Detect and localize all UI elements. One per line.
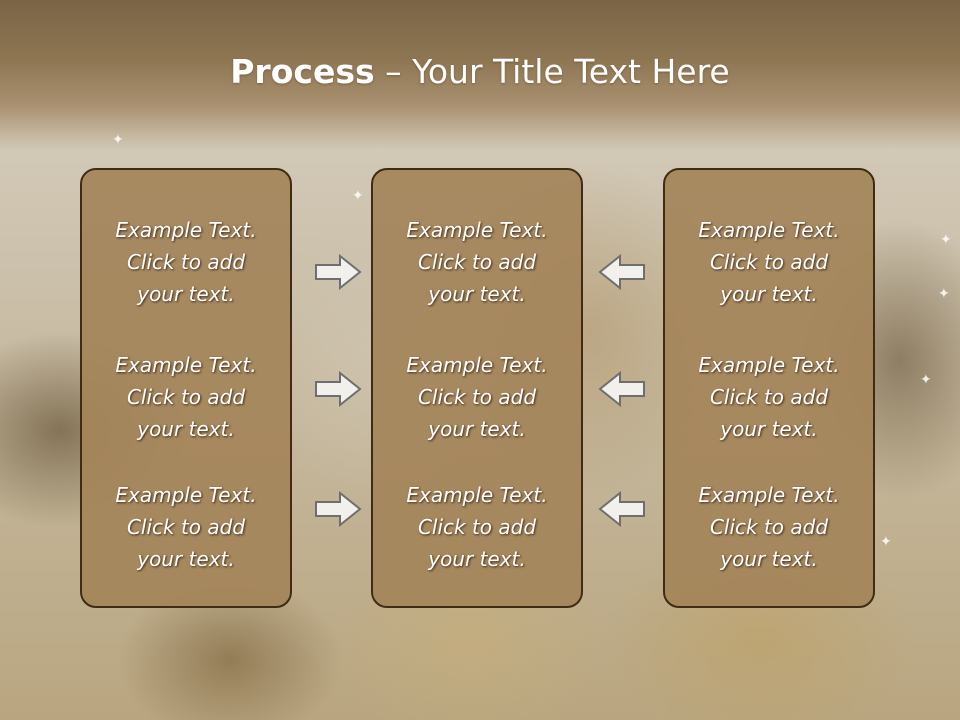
right-arrow-icon	[315, 491, 362, 527]
sparkle-decoration: ✦	[940, 232, 952, 248]
text-line: Example Text.	[406, 483, 548, 507]
text-line: Example Text.	[406, 218, 548, 242]
box-text-block[interactable]: Example Text. Click to add your text.	[665, 479, 873, 575]
sparkle-decoration: ✦	[880, 534, 892, 550]
title-bold: Process	[230, 52, 375, 91]
text-line: Example Text.	[115, 483, 257, 507]
process-box-2[interactable]: Example Text. Click to add your text. Ex…	[371, 168, 583, 608]
text-line: your text.	[428, 417, 526, 441]
text-line: Example Text.	[406, 353, 548, 377]
sparkle-decoration: ✦	[352, 188, 364, 204]
sparkle-decoration: ✦	[112, 132, 124, 148]
text-line: Click to add	[709, 250, 829, 274]
text-line: Example Text.	[115, 353, 257, 377]
left-arrow-icon	[598, 254, 645, 290]
sparkle-decoration: ✦	[938, 286, 950, 302]
box-text-block[interactable]: Example Text. Click to add your text.	[373, 479, 581, 575]
box-text-block[interactable]: Example Text. Click to add your text.	[82, 479, 290, 575]
text-line: your text.	[428, 282, 526, 306]
text-line: Click to add	[126, 250, 246, 274]
process-box-1[interactable]: Example Text. Click to add your text. Ex…	[80, 168, 292, 608]
text-line: your text.	[137, 282, 235, 306]
text-line: your text.	[720, 417, 818, 441]
box-text-block[interactable]: Example Text. Click to add your text.	[373, 214, 581, 310]
text-line: Example Text.	[698, 483, 840, 507]
text-line: Click to add	[709, 385, 829, 409]
box-text-block[interactable]: Example Text. Click to add your text.	[82, 349, 290, 445]
box-text-block[interactable]: Example Text. Click to add your text.	[665, 214, 873, 310]
text-line: your text.	[137, 417, 235, 441]
text-line: your text.	[720, 282, 818, 306]
text-line: Example Text.	[698, 218, 840, 242]
right-arrow-icon	[315, 371, 362, 407]
text-line: your text.	[720, 547, 818, 571]
box-text-block[interactable]: Example Text. Click to add your text.	[665, 349, 873, 445]
text-line: Click to add	[126, 515, 246, 539]
left-arrow-icon	[598, 491, 645, 527]
process-box-3[interactable]: Example Text. Click to add your text. Ex…	[663, 168, 875, 608]
sparkle-decoration: ✦	[920, 372, 932, 388]
text-line: Click to add	[417, 515, 537, 539]
right-arrow-icon	[315, 254, 362, 290]
text-line: Example Text.	[115, 218, 257, 242]
box-text-block[interactable]: Example Text. Click to add your text.	[373, 349, 581, 445]
text-line: Click to add	[126, 385, 246, 409]
text-line: Click to add	[417, 250, 537, 274]
title-bar	[0, 0, 960, 150]
text-line: Example Text.	[698, 353, 840, 377]
text-line: Click to add	[709, 515, 829, 539]
slide-title[interactable]: Process – Your Title Text Here	[0, 52, 960, 91]
text-line: your text.	[428, 547, 526, 571]
text-line: Click to add	[417, 385, 537, 409]
text-line: your text.	[137, 547, 235, 571]
left-arrow-icon	[598, 371, 645, 407]
title-rest: – Your Title Text Here	[374, 52, 730, 91]
box-text-block[interactable]: Example Text. Click to add your text.	[82, 214, 290, 310]
